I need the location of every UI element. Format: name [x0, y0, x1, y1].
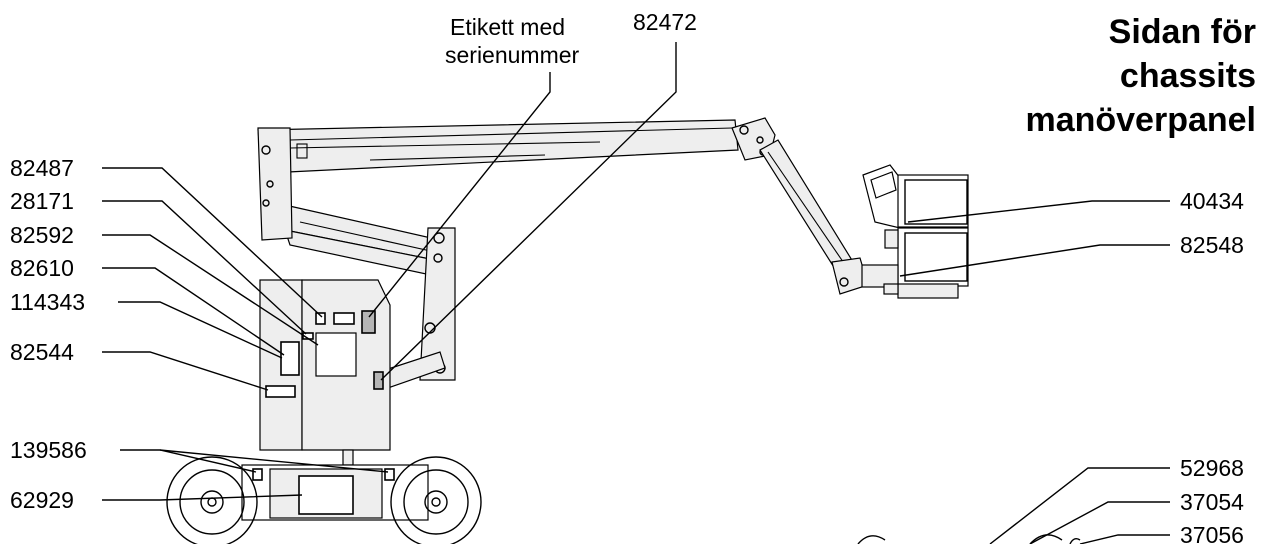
cabinet-decals	[265, 310, 384, 398]
chassis-base	[241, 464, 429, 521]
label-serial-line1: Etikett med	[450, 14, 565, 40]
label-82610: 82610	[10, 255, 74, 281]
leader-lines	[102, 42, 1170, 545]
label-82487: 82487	[10, 155, 74, 181]
label-139586: 139586	[10, 437, 87, 463]
label-37054: 37054	[1180, 489, 1244, 515]
label-37056: 37056	[1180, 522, 1244, 544]
lower-boom-arms	[284, 204, 446, 279]
upper-boom	[257, 119, 739, 173]
label-82592: 82592	[10, 222, 74, 248]
callout-labels: Etikett med serienummer 82472 82487 2817…	[10, 9, 1244, 548]
title-line-3: manöverpanel	[1025, 101, 1256, 139]
label-114343: 114343	[10, 289, 85, 315]
label-82548: 82548	[1180, 232, 1244, 258]
turntable-cabinet	[259, 279, 391, 466]
right-wheel	[390, 456, 482, 548]
boom-pivot-bracket	[257, 127, 293, 241]
label-82472: 82472	[633, 9, 697, 35]
label-82544: 82544	[10, 339, 74, 365]
left-wheel	[166, 456, 258, 548]
partial-wheels	[857, 534, 1081, 545]
title-line-2: chassits	[1119, 57, 1256, 95]
jib-arm	[731, 117, 869, 295]
platform-basket	[861, 164, 969, 299]
title-line-1: Sidan för	[1108, 13, 1256, 51]
label-52968: 52968	[1180, 455, 1244, 481]
label-62929: 62929	[10, 487, 74, 513]
page-title: Sidan för chassits manöverpanel	[1025, 10, 1256, 142]
label-40434: 40434	[1180, 188, 1244, 214]
riser-mast	[384, 227, 456, 389]
label-28171: 28171	[10, 188, 74, 214]
label-serial-line2: serienummer	[445, 42, 580, 68]
